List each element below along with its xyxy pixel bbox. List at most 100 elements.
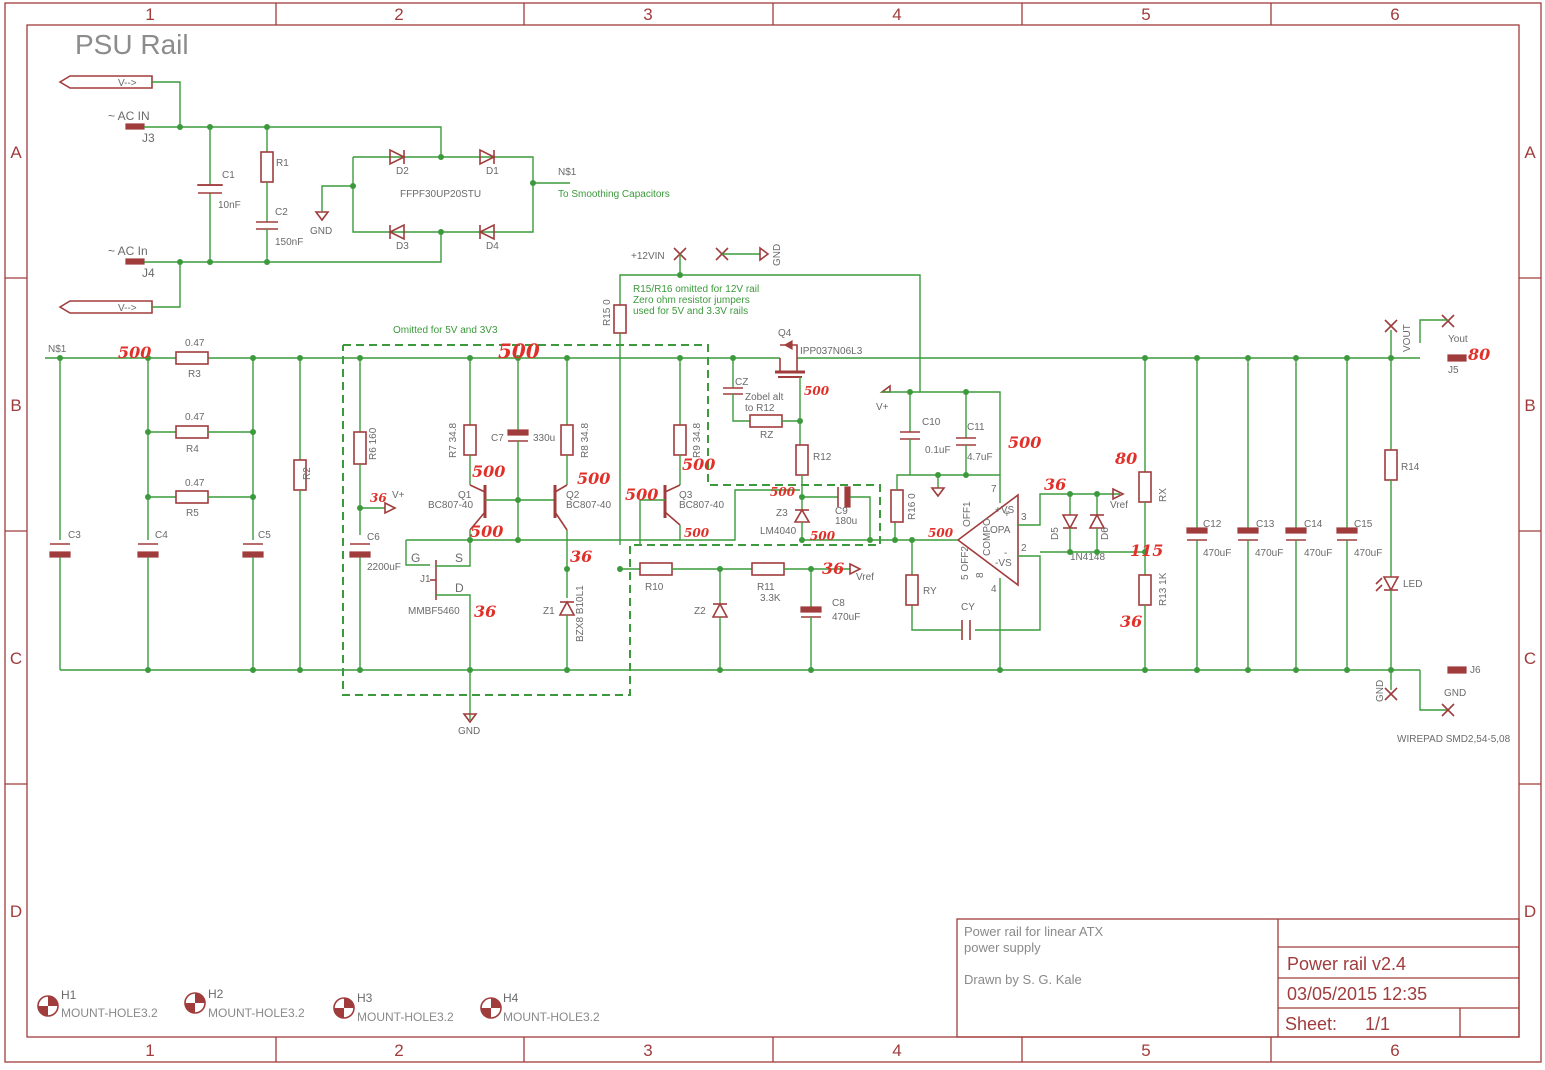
mount-hole: H4 MOUNT-HOLE3.2 (481, 991, 600, 1024)
c9-value: 180u (835, 516, 857, 527)
cy-ref: CY (961, 602, 975, 613)
tb-description-2: power supply (964, 940, 1041, 955)
j1-value: MMBF5460 (408, 606, 460, 617)
r11-value: 3.3K (760, 593, 781, 604)
mount-hole: H3 MOUNT-HOLE3.2 (334, 991, 454, 1024)
d6-ref: D6 (1100, 527, 1111, 540)
mount-hole-value: MOUNT-HOLE3.2 (503, 1010, 600, 1024)
c2-ref: C2 (275, 207, 288, 218)
j3-net: ~ AC IN (108, 109, 150, 123)
annotation: 80 (1114, 449, 1137, 468)
c6-value: 2200uF (367, 562, 401, 573)
r3-value: 0.47 (185, 338, 205, 349)
c11-ref: C11 (967, 422, 985, 433)
annotation: 500 (928, 526, 954, 540)
mount-hole-ref: H1 (61, 988, 77, 1002)
rx-ref: RX (1158, 488, 1169, 502)
c13-ref: C13 (1256, 519, 1275, 530)
opamp-pin2: 2 (1021, 543, 1027, 554)
row-label-left: A (10, 143, 22, 162)
c2-value: 150nF (275, 237, 303, 248)
z3-value: LM4040 (760, 526, 797, 537)
col-label-top: 5 (1141, 5, 1150, 24)
row-label-right: A (1524, 143, 1536, 162)
r16-label: R16 0 (907, 493, 918, 520)
col-label-bottom: 6 (1390, 1041, 1399, 1060)
opamp-comp: COMPO (982, 518, 993, 556)
col-label-top: 1 (145, 5, 154, 24)
sheet-title: PSU Rail (75, 29, 189, 60)
j1-pin-g: G (411, 551, 420, 565)
opamp-pin8: 8 (975, 572, 986, 578)
j1-ref: J1 (420, 574, 431, 585)
r10-body (640, 563, 672, 575)
r11-ref: R11 (757, 582, 775, 593)
q2-value: BC807-40 (566, 500, 611, 511)
mount-hole-value: MOUNT-HOLE3.2 (61, 1006, 158, 1020)
c7-value: 330u (533, 433, 555, 444)
vplus-label-2: V+ (876, 402, 889, 413)
note-12v-2: Zero ohm resistor jumpers (633, 295, 750, 306)
mount-holes: H1 MOUNT-HOLE3.2 H2 MOUNT-HOLE3.2 H3 MOU… (38, 987, 600, 1024)
annotation: 80 (1467, 345, 1490, 364)
j3-pad (126, 124, 144, 129)
j4-net: ~ AC In (108, 244, 148, 258)
r7-body (464, 425, 476, 455)
tb-date: 03/05/2015 12:35 (1287, 984, 1427, 1004)
annotation: 36 (370, 491, 387, 505)
annotation: 500 (804, 384, 830, 398)
c12-ref: C12 (1203, 519, 1222, 530)
opamp-vsp: +VS (995, 505, 1015, 516)
annotation: 36 (570, 547, 592, 566)
gnd-label-top: GND (772, 244, 783, 266)
col-label-bottom: 4 (892, 1041, 901, 1060)
c4-ref: C4 (155, 530, 168, 541)
net-label: N$1 (558, 167, 577, 178)
ry-body (906, 575, 918, 605)
c3-ref: C3 (68, 530, 81, 541)
input-section: labels --> V--> V--> ~ AC IN J3 ~ AC In … (60, 76, 670, 314)
mount-hole-value: MOUNT-HOLE3.2 (208, 1006, 305, 1020)
c10-value: 0.1uF (925, 445, 951, 456)
mount-hole-ref: H2 (208, 987, 224, 1001)
col-label-top: 6 (1390, 5, 1399, 24)
j5-ref: J5 (1448, 365, 1459, 376)
col-label-top: 4 (892, 5, 901, 24)
q4-ref: Q4 (778, 328, 792, 339)
r14-body (1385, 450, 1397, 480)
row-label-right: B (1524, 396, 1535, 415)
opamp-pin3: 3 (1021, 512, 1027, 523)
d5-ref: D5 (1050, 527, 1061, 540)
mount-hole-value: MOUNT-HOLE3.2 (357, 1010, 454, 1024)
wirepad-label: WIREPAD SMD2,54-5,08 (1397, 734, 1511, 745)
row-label-right: C (1524, 649, 1536, 668)
j3-ref: J3 (142, 131, 155, 145)
d6-symbol (1090, 515, 1104, 528)
c15-value: 470uF (1354, 548, 1382, 559)
gnd-out-label: GND (1375, 680, 1386, 702)
zobel-note-2: to R12 (745, 403, 775, 414)
mount-hole: H2 MOUNT-HOLE3.2 (185, 987, 305, 1020)
c8-ref: C8 (832, 598, 845, 609)
annotation: 500 (625, 485, 658, 504)
r14-ref: R14 (1401, 462, 1420, 473)
r13-label: R13 1K (1158, 572, 1169, 606)
annotation: 500 (118, 343, 151, 362)
note-12v-3: used for 5V and 3.3V rails (633, 306, 748, 317)
r5-body (176, 491, 208, 503)
tb-description-1: Power rail for linear ATX (964, 924, 1104, 939)
annotation: 500 (1008, 433, 1041, 452)
cz-ref: CZ (735, 377, 748, 388)
note-12v-1: R15/R16 omitted for 12V rail (633, 284, 759, 295)
r13-body (1139, 575, 1151, 605)
c11-value: 4.7uF (967, 452, 993, 463)
col-label-top: 3 (643, 5, 652, 24)
r9-body (674, 425, 686, 455)
annotation: 500 (498, 339, 540, 363)
title-block: Power rail for linear ATX power supply D… (957, 919, 1519, 1037)
row-label-right: D (1524, 902, 1536, 921)
rz-ref: RZ (760, 430, 773, 441)
d4-ref: D4 (486, 241, 499, 252)
rx-body (1139, 472, 1151, 502)
zobel-note-1: Zobel alt (745, 392, 784, 403)
